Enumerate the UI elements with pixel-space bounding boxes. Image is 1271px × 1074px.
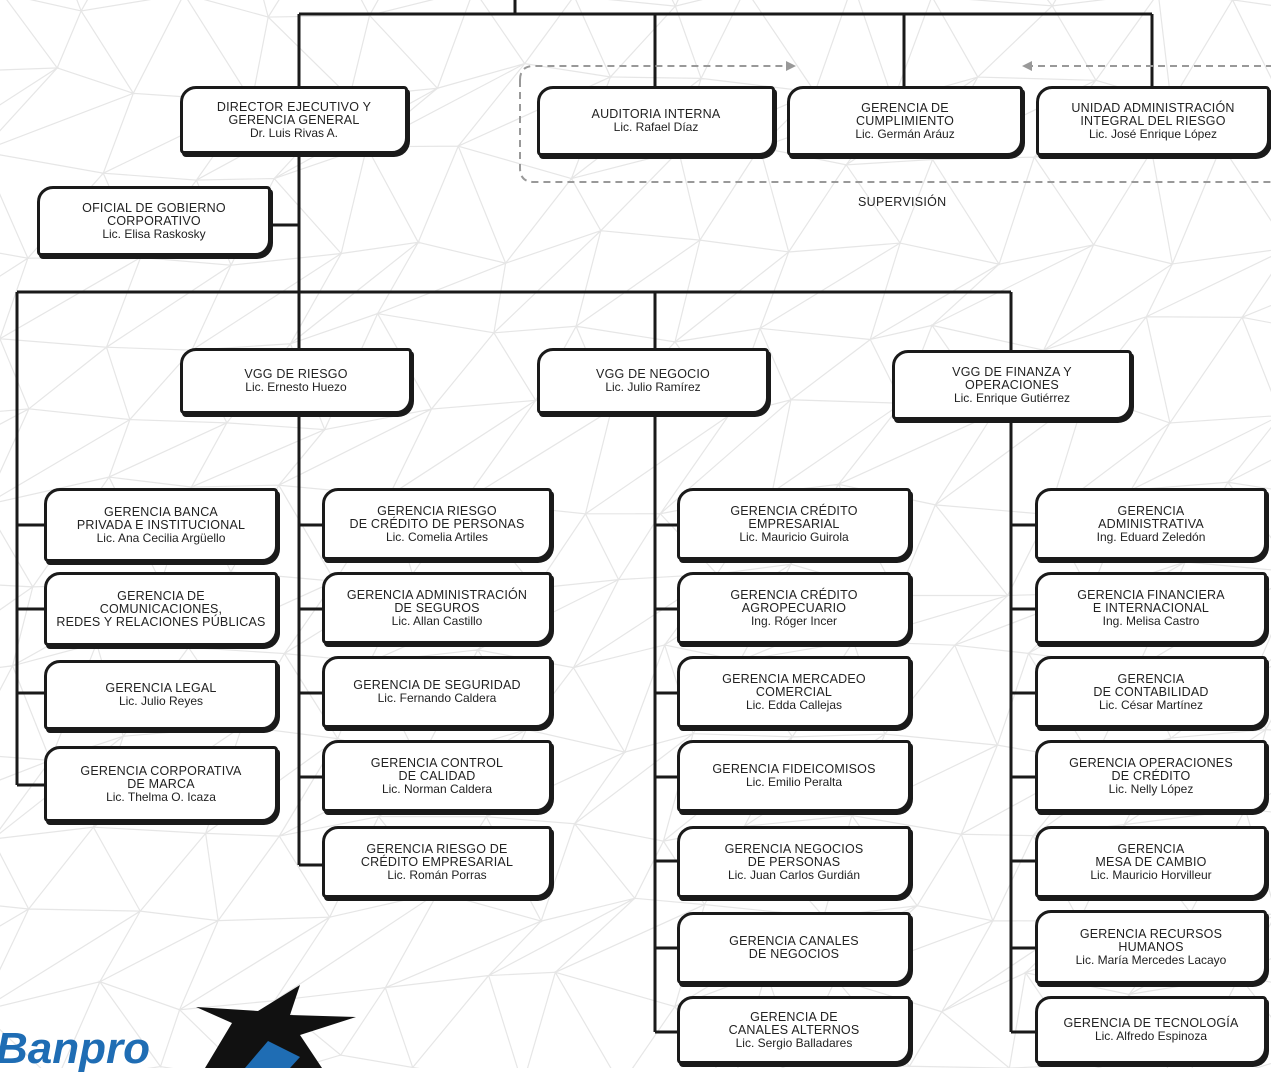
box-title: GERENCIA RIESGO DE CRÉDITO DE PERSONAS <box>349 503 525 531</box>
box-title: VGG DE RIESGO <box>244 367 348 381</box>
box-auditoria: AUDITORIA INTERNA Lic. Rafael Díaz <box>537 86 775 156</box>
box-title: GERENCIA ADMINISTRACIÓN DE SEGUROS <box>346 587 528 615</box>
box-person: Dr. Luis Rivas A. <box>249 125 339 140</box>
box-title: GERENCIA LEGAL <box>105 681 217 695</box>
box-administrativa: GERENCIA ADMINISTRATIVA Ing. Eduard Zele… <box>1035 488 1267 560</box>
box-person: Lic. Ernesto Huezo <box>245 380 347 394</box>
box-tecnologia: GERENCIA DE TECNOLOGÍA Lic. Alfredo Espi… <box>1035 996 1267 1064</box>
box-person: Lic. Thelma O. Icaza <box>106 789 216 804</box>
box-fideicomisos: GERENCIA FIDEICOMISOS Lic. Emilio Peralt… <box>677 740 911 812</box>
box-person: Lic. Julio Reyes <box>118 694 204 708</box>
box-title: VGG DE FINANZA Y OPERACIONES <box>952 364 1072 392</box>
box-financiera: GERENCIA FINANCIERA E INTERNACIONAL Ing.… <box>1035 572 1267 644</box>
box-marca: GERENCIA CORPORATIVA DE MARCA Lic. Thelm… <box>44 746 278 822</box>
box-credito-empresarial: GERENCIA CRÉDITO EMPRESARIAL Lic. Mauric… <box>677 488 911 560</box>
box-director: DIRECTOR EJECUTIVO Y GERENCIA GENERAL Dr… <box>180 86 408 154</box>
box-title: UNIDAD ADMINISTRACIÓN INTEGRAL DEL RIESG… <box>1071 100 1235 128</box>
box-rrhh: GERENCIA RECURSOS HUMANOS Lic. María Mer… <box>1035 910 1267 984</box>
box-person: Lic. Ana Cecilia Argüello <box>96 530 226 545</box>
box-comunicaciones: GERENCIA DE COMUNICACIONES, REDES Y RELA… <box>44 572 278 646</box>
box-legal: GERENCIA LEGAL Lic. Julio Reyes <box>44 660 278 730</box>
box-operaciones-credito: GERENCIA OPERACIONES DE CRÉDITO Lic. Nel… <box>1035 740 1267 812</box>
box-person: Lic. Rafael Díaz <box>613 120 699 134</box>
box-vgg-finanza: VGG DE FINANZA Y OPERACIONES Lic. Enriqu… <box>892 350 1132 420</box>
box-title: AUDITORIA INTERNA <box>591 107 721 121</box>
box-mercadeo: GERENCIA MERCADEO COMERCIAL Lic. Edda Ca… <box>677 656 911 728</box>
box-person: Lic. Emilio Peralta <box>745 775 843 789</box>
box-title: GERENCIA DE TECNOLOGÍA <box>1063 1016 1239 1030</box>
box-seguridad: GERENCIA DE SEGURIDAD Lic. Fernando Cald… <box>322 656 552 728</box>
box-credito-agro: GERENCIA CRÉDITO AGROPECUARIO Ing. Róger… <box>677 572 911 644</box>
box-title: GERENCIA CRÉDITO AGROPECUARIO <box>730 587 858 615</box>
box-person: Lic. Alfredo Espinoza <box>1094 1029 1208 1043</box>
box-canales-alternos: GERENCIA DE CANALES ALTERNOS Lic. Sergio… <box>677 996 911 1064</box>
box-title: GERENCIA NEGOCIOS DE PERSONAS <box>724 841 864 869</box>
box-riesgo-integral: UNIDAD ADMINISTRACIÓN INTEGRAL DEL RIESG… <box>1036 86 1270 156</box>
box-title: GERENCIA MERCADEO COMERCIAL <box>722 671 866 699</box>
box-person: Lic. Fernando Caldera <box>377 691 497 705</box>
box-calidad: GERENCIA CONTROL DE CALIDAD Lic. Norman … <box>322 740 552 812</box>
box-title: GERENCIA BANCA PRIVADA E INSTITUCIONAL <box>76 504 246 532</box>
box-title: GERENCIA MESA DE CAMBIO <box>1095 841 1207 869</box>
box-vgg-negocio: VGG DE NEGOCIO Lic. Julio Ramírez <box>537 348 769 414</box>
box-person: Ing. Melisa Castro <box>1102 613 1200 628</box>
box-person: Lic. Elisa Raskosky <box>102 226 206 241</box>
box-person: Lic. José Enrique López <box>1088 126 1218 141</box>
box-title: GERENCIA CRÉDITO EMPRESARIAL <box>730 503 858 531</box>
box-person: Lic. Germán Aráuz <box>855 126 955 141</box>
box-person: Lic. Mauricio Horvilleur <box>1090 867 1212 882</box>
box-cumplimiento: GERENCIA DE CUMPLIMIENTO Lic. Germán Ará… <box>787 86 1023 156</box>
box-person: Lic. César Martínez <box>1098 697 1204 712</box>
box-vgg-riesgo: VGG DE RIESGO Lic. Ernesto Huezo <box>180 348 412 414</box>
box-title: GERENCIA RIESGO DE CRÉDITO EMPRESARIAL <box>360 841 514 869</box>
box-negocios-personas: GERENCIA NEGOCIOS DE PERSONAS Lic. Juan … <box>677 826 911 898</box>
box-title: GERENCIA OPERACIONES DE CRÉDITO <box>1069 755 1233 783</box>
box-person: Lic. Juan Carlos Gurdián <box>727 867 861 882</box>
logo-wordmark: Banpro <box>0 1024 150 1073</box>
box-contabilidad: GERENCIA DE CONTABILIDAD Lic. César Mart… <box>1035 656 1267 728</box>
box-person: Lic. Allan Castillo <box>391 613 483 628</box>
box-person: Lic. Sergio Balladares <box>735 1035 853 1050</box>
box-title: GERENCIA DE CONTABILIDAD <box>1093 671 1209 699</box>
box-title: GERENCIA DE CUMPLIMIENTO <box>855 100 954 128</box>
box-title: GERENCIA DE SEGURIDAD <box>353 678 521 692</box>
box-seguros: GERENCIA ADMINISTRACIÓN DE SEGUROS Lic. … <box>322 572 552 644</box>
box-person: Ing. Eduard Zeledón <box>1096 529 1206 544</box>
box-title: GERENCIA CONTROL DE CALIDAD <box>370 755 504 783</box>
box-mesa-cambio: GERENCIA MESA DE CAMBIO Lic. Mauricio Ho… <box>1035 826 1267 898</box>
box-person: Lic. Román Porras <box>387 867 487 882</box>
box-title: GERENCIA FIDEICOMISOS <box>712 762 876 776</box>
box-title: DIRECTOR EJECUTIVO Y GERENCIA GENERAL <box>216 99 372 127</box>
box-gobierno: OFICIAL DE GOBIERNO CORPORATIVO Lic. Eli… <box>37 186 271 256</box>
box-riesgo-personas: GERENCIA RIESGO DE CRÉDITO DE PERSONAS L… <box>322 488 552 560</box>
box-banca-privada: GERENCIA BANCA PRIVADA E INSTITUCIONAL L… <box>44 488 278 562</box>
box-canales-negocios: GERENCIA CANALES DE NEGOCIOS <box>677 912 911 984</box>
box-person: Lic. Enrique Gutiérrez <box>953 390 1071 405</box>
box-person: Lic. Nelly López <box>1108 781 1194 796</box>
box-person: Lic. Comelia Artiles <box>385 529 489 544</box>
box-title: GERENCIA CANALES DE NEGOCIOS <box>729 934 859 961</box>
box-person: Lic. Julio Ramírez <box>605 380 701 394</box>
box-title: VGG DE NEGOCIO <box>596 367 710 381</box>
star-logo-icon <box>196 985 356 1068</box>
box-title: GERENCIA RECURSOS HUMANOS <box>1079 926 1223 954</box>
box-person: Ing. Róger Incer <box>750 613 838 628</box>
box-riesgo-empresarial: GERENCIA RIESGO DE CRÉDITO EMPRESARIAL L… <box>322 826 552 898</box>
box-title: GERENCIA DE CANALES ALTERNOS <box>728 1009 860 1037</box>
box-title: GERENCIA FINANCIERA E INTERNACIONAL <box>1077 587 1225 615</box>
box-person: Lic. Norman Caldera <box>381 781 493 796</box>
supervision-label: SUPERVISIÓN <box>858 195 947 209</box>
box-title: GERENCIA CORPORATIVA DE MARCA <box>80 763 242 791</box>
box-person: Lic. María Mercedes Lacayo <box>1075 952 1227 967</box>
box-person: Lic. Edda Callejas <box>745 697 843 712</box>
box-title: GERENCIA DE COMUNICACIONES, REDES Y RELA… <box>56 588 266 629</box>
box-title: GERENCIA ADMINISTRATIVA <box>1098 503 1204 531</box>
box-person: Lic. Mauricio Guirola <box>739 529 849 544</box>
box-title: OFICIAL DE GOBIERNO CORPORATIVO <box>82 200 226 228</box>
